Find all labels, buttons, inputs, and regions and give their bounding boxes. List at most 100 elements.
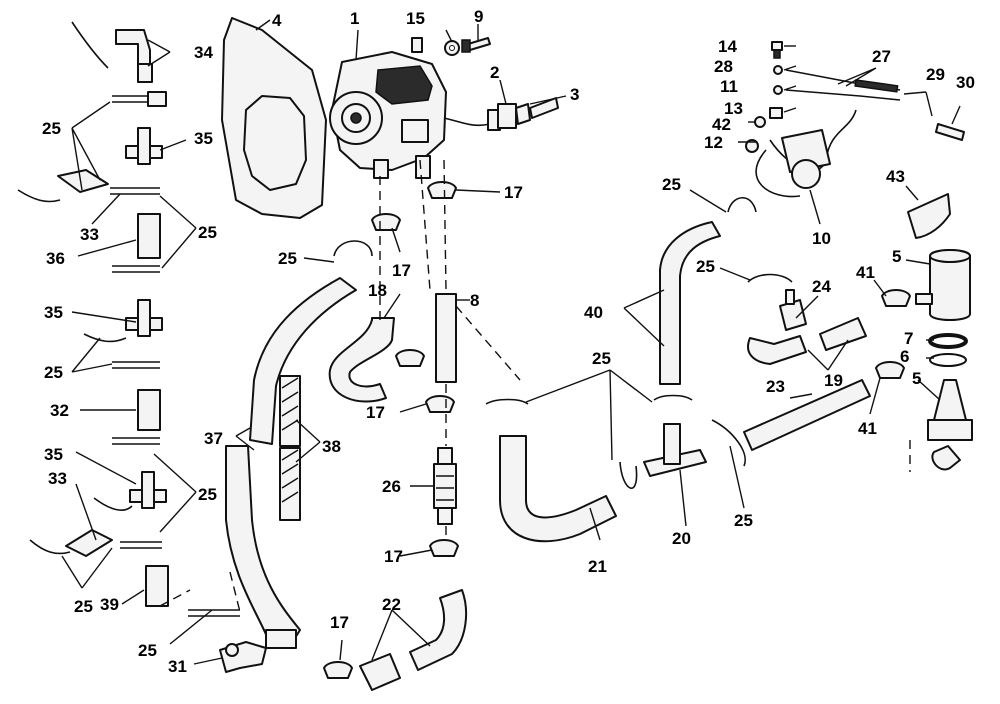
inline-filter (29, 529, 162, 557)
mounting-plate (221, 17, 327, 219)
callout-25-d: 25 (198, 485, 217, 504)
callout-28: 28 (714, 57, 733, 76)
callout-35-upper: 35 (194, 129, 213, 148)
callout-5-canister: 5 (892, 247, 901, 266)
callout-42: 42 (712, 115, 731, 134)
short-hose (112, 389, 161, 445)
callout-1: 1 (350, 9, 359, 28)
callout-17-upper: 17 (392, 261, 411, 280)
callout-17-top: 17 (504, 183, 523, 202)
callout-25-e: 25 (74, 597, 93, 616)
callout-25-f: 25 (138, 641, 157, 660)
fuel-pump (329, 37, 447, 179)
callout-34: 34 (194, 43, 213, 62)
callout-25-k: 25 (734, 511, 753, 530)
callout-27: 27 (872, 47, 891, 66)
callout-10: 10 (812, 229, 831, 248)
electric-pump (745, 109, 857, 198)
routing-lines (379, 159, 911, 540)
callout-25-c: 25 (44, 363, 63, 382)
callout-29: 29 (926, 65, 945, 84)
diagonal-hose (743, 379, 871, 451)
short-hose (145, 565, 241, 617)
small-hardware (754, 41, 783, 128)
callout-33-lower: 33 (48, 469, 67, 488)
callout-41-lower: 41 (858, 419, 877, 438)
callout-36: 36 (46, 249, 65, 268)
tee-fitting (643, 423, 707, 477)
wire-tie (71, 21, 167, 107)
upright-hose (659, 221, 721, 385)
hose-clamp (875, 289, 911, 379)
o-ring (928, 333, 968, 367)
callout-17-lower: 17 (384, 547, 403, 566)
callout-13: 13 (724, 99, 743, 118)
callout-33-upper: 33 (80, 225, 99, 244)
callout-35-lower: 35 (44, 445, 63, 464)
screw (461, 37, 491, 53)
callout-25-a: 25 (42, 119, 61, 138)
callout-25-b: 25 (198, 223, 217, 242)
callout-21: 21 (588, 557, 607, 576)
callout-6: 6 (900, 347, 909, 366)
callout-15: 15 (406, 9, 425, 28)
callout-38: 38 (322, 437, 341, 456)
hose-sleeve (279, 375, 301, 521)
callout-17-middle: 17 (366, 403, 385, 422)
callout-39: 39 (100, 595, 119, 614)
callout-19: 19 (824, 371, 843, 390)
filter-canister (915, 249, 971, 321)
bracket (779, 289, 807, 331)
callout-25-h: 25 (592, 349, 611, 368)
washer (444, 40, 460, 56)
long-fuel-hose (225, 277, 357, 649)
callout-8: 8 (470, 291, 479, 310)
callout-5-filter: 5 (912, 369, 921, 388)
spring-clip (333, 196, 793, 489)
callout-20: 20 (672, 529, 691, 548)
tee-fitting (125, 127, 163, 165)
callout-32: 32 (50, 401, 69, 420)
temperature-sender (443, 97, 559, 131)
callout-25-j: 25 (696, 257, 715, 276)
callout-37: 37 (204, 429, 223, 448)
callout-2: 2 (490, 63, 499, 82)
straight-hose (435, 293, 457, 383)
short-hose (110, 187, 161, 273)
elbow-fitting (115, 29, 153, 83)
callout-24: 24 (812, 277, 831, 296)
fuel-filter (433, 447, 457, 525)
hose-pair (747, 317, 867, 365)
callout-14: 14 (718, 37, 737, 56)
callout-9: 9 (474, 7, 483, 26)
callout-11: 11 (720, 77, 738, 96)
callout-4: 4 (272, 11, 282, 30)
callout-40: 40 (584, 303, 603, 322)
wire-harness (785, 69, 965, 141)
filter-element (927, 379, 973, 471)
callout-3: 3 (570, 85, 579, 104)
callout-labels: 1 2 3 4 5 5 6 7 8 9 10 11 12 13 14 15 17… (42, 7, 975, 676)
callout-31: 31 (168, 657, 187, 676)
hose-clamp (323, 181, 459, 679)
tee-fitting (93, 471, 167, 511)
hose-pieces (359, 589, 468, 691)
clip-cover (907, 193, 951, 239)
callout-7: 7 (904, 329, 913, 348)
callout-22: 22 (382, 595, 401, 614)
callout-35-middle: 35 (44, 303, 63, 322)
leader-lines (61, 19, 961, 665)
callout-25-i: 25 (662, 175, 681, 194)
inline-filter (17, 169, 109, 203)
callout-17-bottom: 17 (330, 613, 349, 632)
large-curved-hose (499, 435, 617, 543)
callout-30: 30 (956, 73, 975, 92)
callout-26: 26 (382, 477, 401, 496)
tee-fitting (83, 299, 163, 369)
callout-43: 43 (886, 167, 905, 186)
elbow-fitting (219, 641, 267, 673)
callout-12: 12 (704, 133, 723, 152)
callout-25-g: 25 (278, 249, 297, 268)
